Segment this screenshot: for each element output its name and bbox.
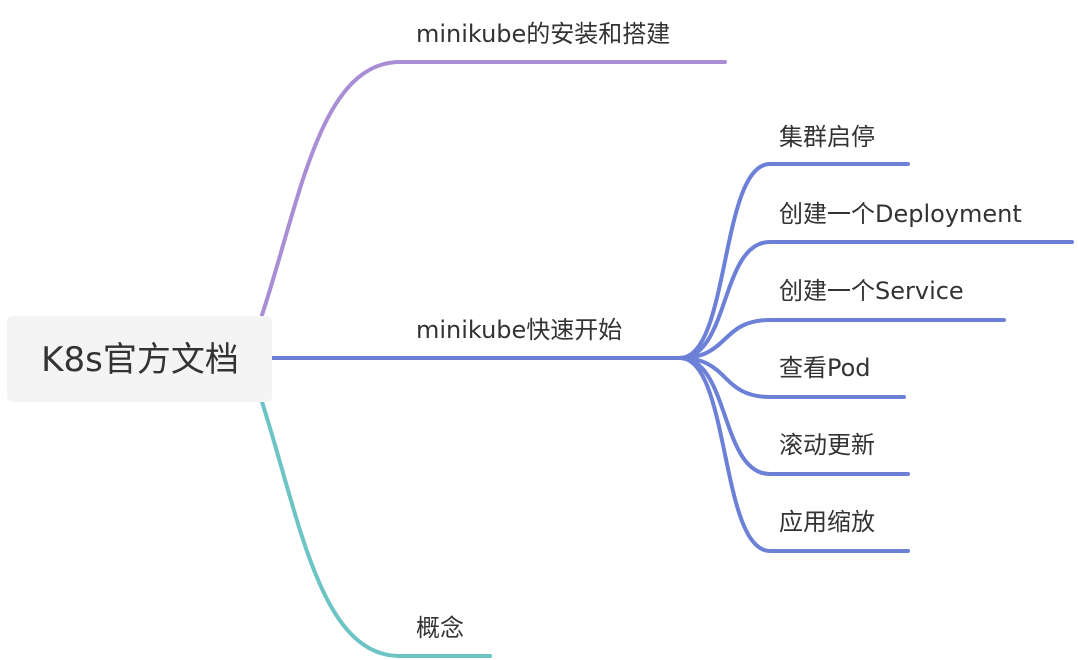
sub-branch-line-3 (678, 318, 1006, 360)
topic-label-install[interactable]: minikube的安装和搭建 (416, 20, 670, 48)
sub-branch-line-5 (678, 356, 910, 476)
sub-branch-line-1 (678, 162, 910, 360)
subtopic-label-app-scaling[interactable]: 应用缩放 (779, 508, 875, 536)
subtopic-label-create-deployment[interactable]: 创建一个Deployment (779, 200, 1022, 228)
sub-branch-line-2 (678, 240, 1074, 360)
root-node[interactable]: K8s官方文档 (7, 316, 272, 402)
sub-branch-line-4 (678, 356, 906, 399)
subtopic-label-create-service[interactable]: 创建一个Service (779, 277, 964, 305)
sub-branch-line-6 (678, 356, 910, 553)
topic-label-concepts[interactable]: 概念 (416, 614, 464, 642)
sub-branches (678, 162, 1074, 553)
subtopic-label-cluster-start-stop[interactable]: 集群启停 (779, 123, 875, 151)
branch-line-topic-1 (260, 60, 727, 317)
subtopic-label-view-pod[interactable]: 查看Pod (779, 354, 871, 382)
branch-line-topic-3 (260, 400, 492, 658)
subtopic-label-rolling-update[interactable]: 滚动更新 (779, 431, 875, 459)
topic-label-quickstart[interactable]: minikube快速开始 (416, 316, 622, 344)
root-box (7, 316, 272, 402)
root-label: K8s官方文档 (41, 340, 239, 380)
